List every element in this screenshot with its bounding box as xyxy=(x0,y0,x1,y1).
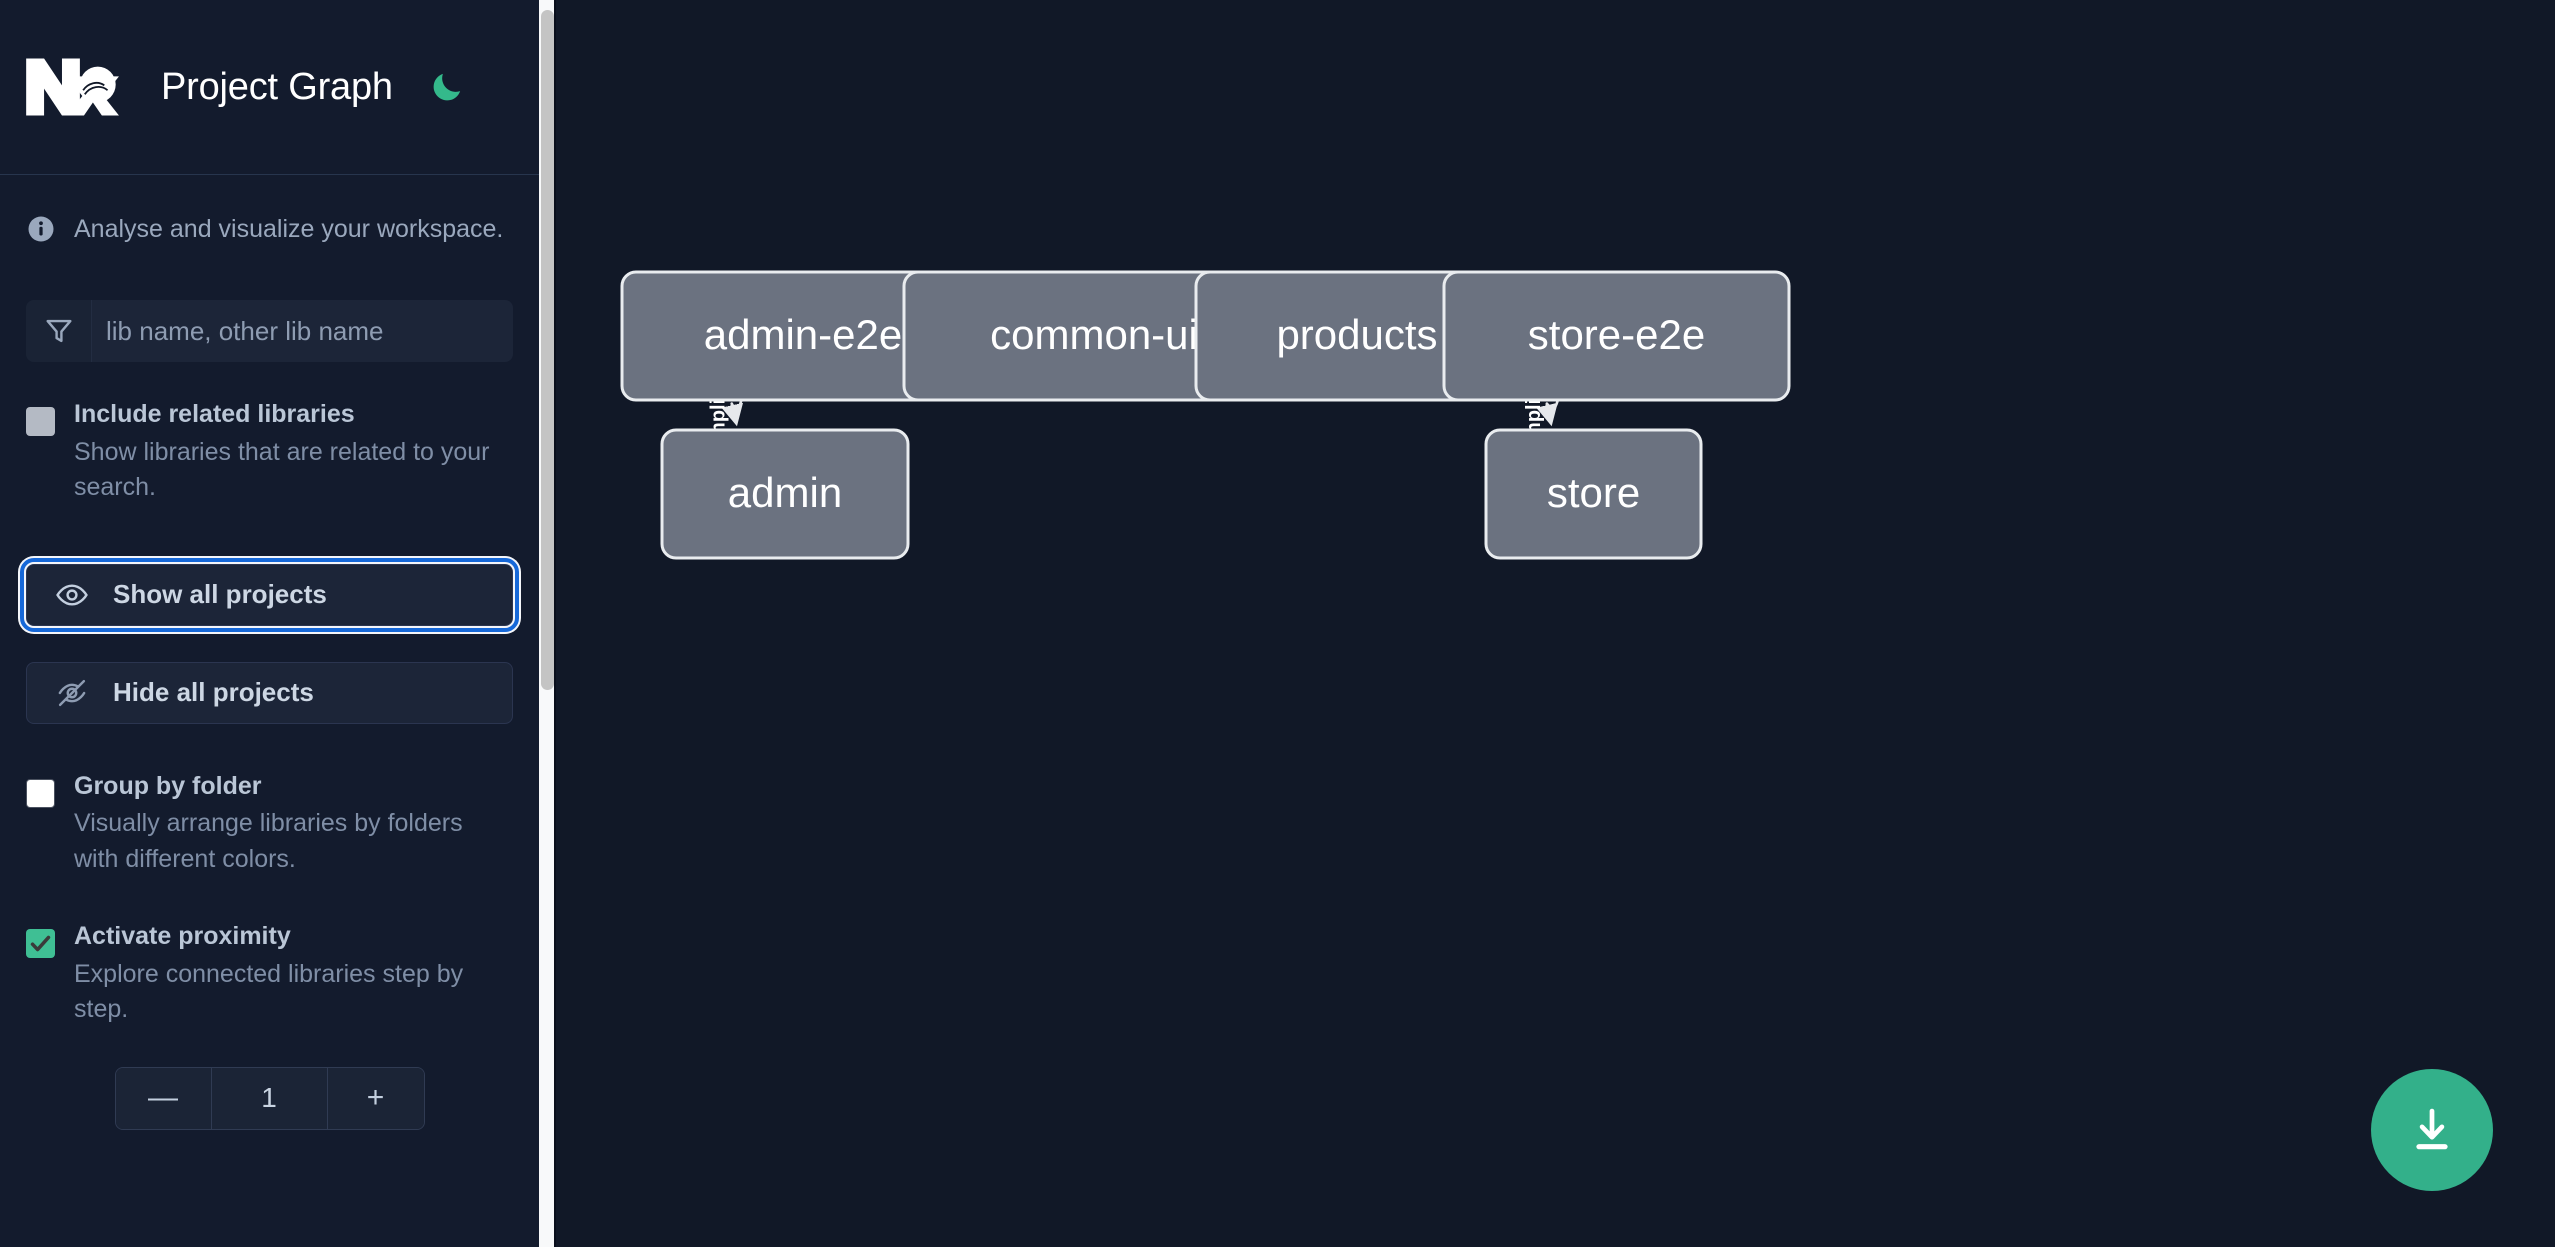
graph-node[interactable]: admin-e2e xyxy=(620,270,986,402)
filter-icon-box xyxy=(26,300,92,362)
proximity-value: 1 xyxy=(211,1067,328,1129)
eye-icon-wrap xyxy=(53,576,90,613)
graph-node[interactable]: store-e2e xyxy=(1442,270,1791,402)
theme-toggle-moon-icon[interactable] xyxy=(425,65,469,109)
sidebar: Project Graph Analyse and visualize your… xyxy=(0,0,556,1247)
graph-node[interactable]: products xyxy=(1194,270,1520,402)
graph-node[interactable]: admin xyxy=(660,428,910,560)
node-label: admin-e2e xyxy=(704,311,902,358)
workspace-info: Analyse and visualize your workspace. xyxy=(0,175,539,244)
sidebar-header: Project Graph xyxy=(0,0,539,175)
download-icon xyxy=(2416,1108,2448,1150)
node-label: products xyxy=(1276,311,1437,358)
graph-node[interactable]: store xyxy=(1484,428,1703,560)
show-all-projects-label: Show all projects xyxy=(113,579,327,609)
eye-off-icon xyxy=(58,679,85,706)
eye-off-icon-wrap xyxy=(53,674,90,711)
option-include-related-libraries[interactable]: Include related libraries Show libraries… xyxy=(0,400,539,506)
node-rect xyxy=(660,428,910,560)
node-rect xyxy=(1484,428,1703,560)
eye-icon xyxy=(55,583,88,606)
include-related-libraries-text: Include related libraries Show libraries… xyxy=(74,400,513,506)
proximity-stepper-wrap: — 1 + xyxy=(0,1066,539,1130)
hide-all-projects-button[interactable]: Hide all projects xyxy=(26,661,513,724)
page-title: Project Graph xyxy=(161,65,393,108)
option-description: Explore connected libraries step by step… xyxy=(74,959,464,1024)
option-label: Group by folder xyxy=(74,771,262,800)
sidebar-scrollbar-track[interactable] xyxy=(539,0,556,1247)
download-graph-button[interactable] xyxy=(2371,1069,2493,1191)
option-description: Show libraries that are related to your … xyxy=(74,437,490,502)
show-all-projects-block: Show all projects xyxy=(0,557,539,632)
graph-nodes: admin-e2e common-ui products store-e2e admin… xyxy=(620,270,1791,560)
proximity-stepper: — 1 + xyxy=(114,1066,425,1130)
option-group-by-folder[interactable]: Group by folder Visually arrange librari… xyxy=(0,772,539,878)
workspace-info-text: Analyse and visualize your workspace. xyxy=(74,214,504,243)
hide-all-projects-block: Hide all projects xyxy=(0,661,539,724)
option-label: Activate proximity xyxy=(74,922,291,950)
option-activate-proximity[interactable]: Activate proximity Explore connected lib… xyxy=(0,922,539,1028)
nx-logo-icon xyxy=(26,58,119,116)
group-by-folder-text: Group by folder Visually arrange librari… xyxy=(74,772,513,878)
info-circle-icon xyxy=(28,216,54,242)
show-all-projects-button[interactable]: Show all projects xyxy=(20,557,519,632)
checkmark-icon xyxy=(30,935,51,952)
sidebar-scrollbar-thumb[interactable] xyxy=(541,10,554,690)
activate-proximity-text: Activate proximity Explore connected lib… xyxy=(74,922,513,1028)
hide-all-projects-label: Hide all projects xyxy=(113,677,314,707)
option-label: Include related libraries xyxy=(74,400,355,428)
sidebar-edge-divider xyxy=(554,0,556,1247)
group-by-folder-checkbox[interactable] xyxy=(26,778,55,808)
node-label: admin xyxy=(728,469,842,516)
filter-icon xyxy=(45,319,72,343)
search-bar[interactable] xyxy=(26,300,513,362)
graph-node[interactable]: common-ui xyxy=(902,270,1286,402)
activate-proximity-checkbox[interactable] xyxy=(26,929,55,958)
node-label: store xyxy=(1547,469,1640,516)
moon-icon xyxy=(433,73,460,101)
search-input[interactable] xyxy=(92,300,513,362)
sidebar-scroll-area: Project Graph Analyse and visualize your… xyxy=(0,0,539,1247)
proximity-increment-button[interactable]: + xyxy=(327,1067,424,1129)
node-rect xyxy=(1442,270,1791,402)
node-label: store-e2e xyxy=(1528,311,1705,358)
proximity-decrement-button[interactable]: — xyxy=(115,1067,212,1129)
option-description: Visually arrange libraries by folders wi… xyxy=(74,809,463,873)
node-label: common-ui xyxy=(990,311,1198,358)
include-related-libraries-checkbox[interactable] xyxy=(26,407,55,436)
